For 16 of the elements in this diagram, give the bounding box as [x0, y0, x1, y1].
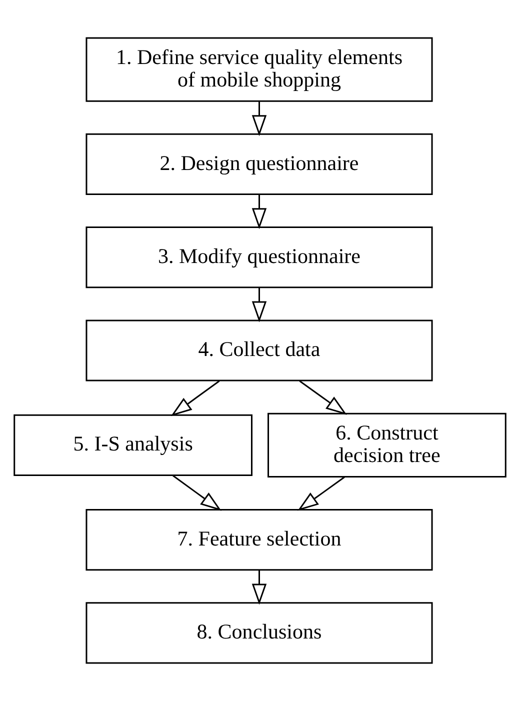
arrow [252, 288, 267, 322]
node-box: 4. Collect data [86, 320, 433, 382]
node-box: 1. Define service quality elements of mobile shopping [86, 37, 433, 102]
node-box: 6. Construct decision tree [268, 412, 506, 478]
node-box: 5. I-S analysis [14, 414, 252, 476]
arrow [170, 380, 220, 416]
arrow [252, 570, 267, 605]
arrow [299, 380, 347, 415]
arrow [252, 194, 267, 230]
arrow [172, 475, 222, 511]
node-box: 2. Design questionnaire [86, 133, 433, 195]
node-box: 8. Conclusions [86, 602, 433, 664]
node-box: 7. Feature selection [86, 509, 433, 571]
arrow [298, 476, 345, 511]
node-box: 3. Modify questionnaire [86, 226, 433, 288]
arrow [252, 102, 267, 136]
